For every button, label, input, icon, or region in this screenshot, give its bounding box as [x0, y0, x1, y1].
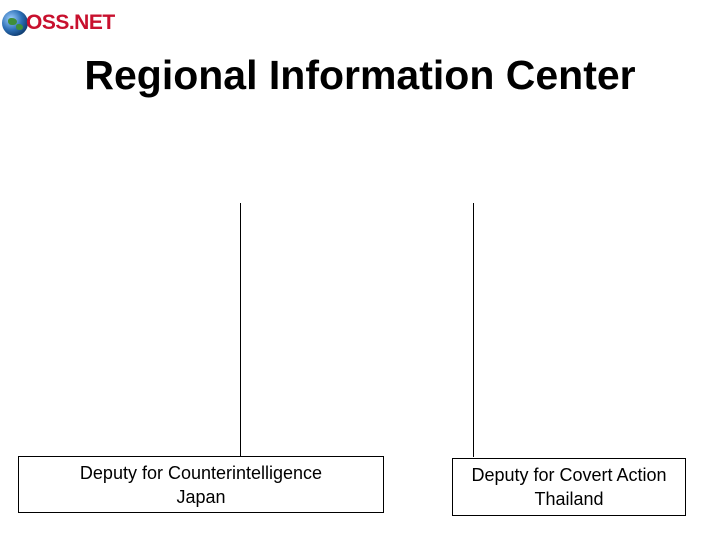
- org-box-counterintelligence: Deputy for Counterintelligence Japan: [18, 456, 384, 513]
- globe-icon: [2, 10, 28, 36]
- box-subtitle: Japan: [176, 486, 226, 507]
- logo-text: OSS.NET: [26, 11, 115, 34]
- oss-net-logo: OSS.NET: [2, 6, 115, 40]
- box-title: Deputy for Covert Action: [471, 465, 667, 485]
- box-title: Deputy for Counterintelligence: [79, 462, 323, 483]
- connector-line-left: [240, 203, 241, 457]
- connector-line-right: [473, 203, 474, 457]
- page-title: Regional Information Center: [84, 52, 636, 98]
- org-box-covert-action: Deputy for Covert Action Thailand: [452, 458, 686, 516]
- box-subtitle: Thailand: [534, 489, 604, 509]
